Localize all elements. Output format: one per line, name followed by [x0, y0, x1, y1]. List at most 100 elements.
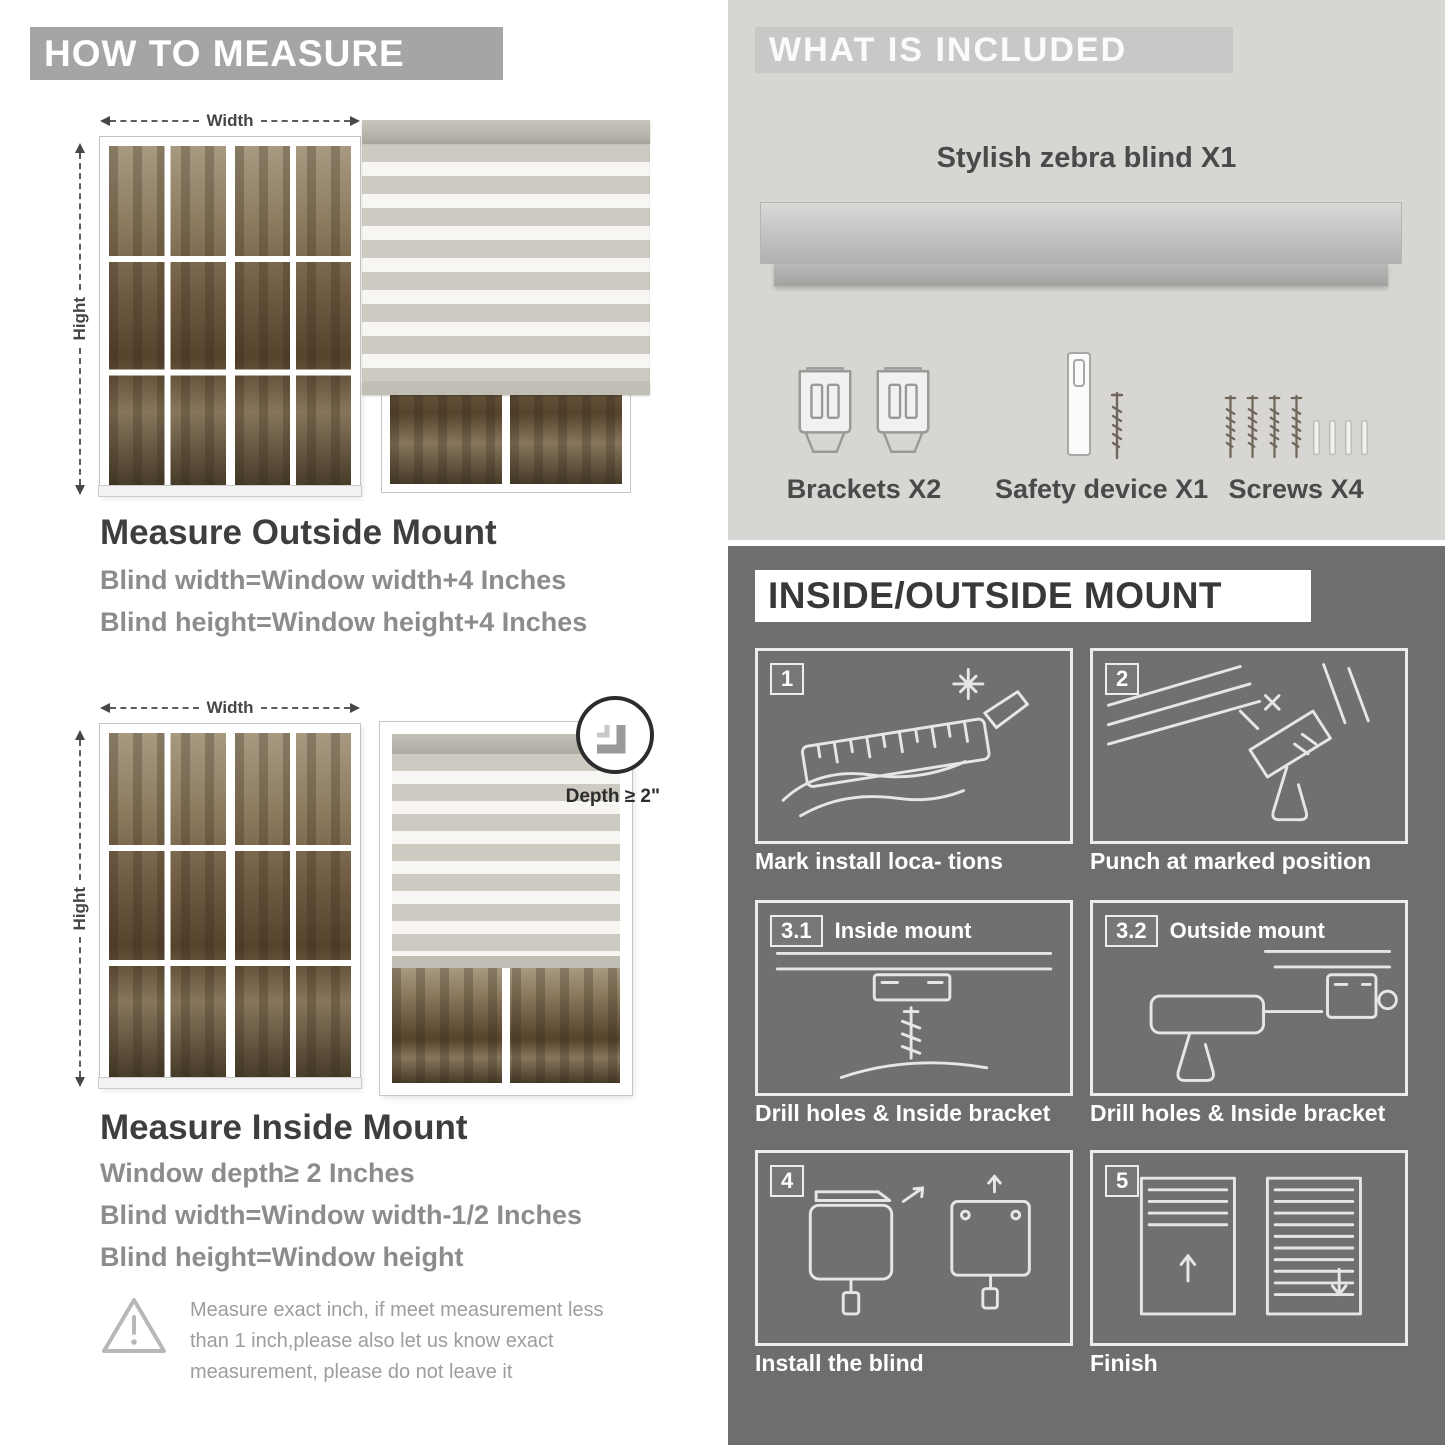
step-caption: Mark install loca- tions	[755, 848, 1003, 874]
measurement-line: Window depth≥ 2 Inches	[100, 1158, 415, 1188]
install-blind-illustration	[808, 1174, 1031, 1316]
measurement-line: Blind height=Window height+4 Inches	[100, 607, 588, 637]
blind-headrail	[392, 734, 620, 754]
included-item-screws: Screws X4	[1190, 330, 1402, 505]
blind-stripes	[362, 144, 650, 382]
height-label: Hight	[70, 297, 89, 341]
headrail-illustration	[760, 202, 1402, 264]
inside-mount-title: Measure Inside Mount	[100, 1108, 468, 1147]
anchor-icon	[1360, 419, 1368, 456]
step-panel-3-1: 3.1 Inside mount	[755, 900, 1073, 1096]
step-title: Inside mount	[834, 918, 972, 943]
inside-mount-blind-figure: Depth ≥ 2"	[380, 696, 660, 1095]
wall-anchors	[1311, 416, 1370, 462]
zebra-blind-label: Stylish zebra blind X1	[936, 142, 1237, 174]
bracket-icon	[798, 367, 852, 454]
height-arrow: Hight	[70, 730, 90, 1087]
screw-icon	[1268, 394, 1280, 459]
step-panel-1: 1	[755, 648, 1073, 844]
step-caption: Drill holes & Inside bracket	[1090, 1100, 1386, 1126]
step-panel-3-2: 3.2 Outside mount	[1090, 900, 1408, 1096]
included-item-brackets: Brackets X2	[758, 330, 970, 505]
warning-triangle-icon	[102, 1298, 166, 1353]
screw-icon	[1246, 394, 1258, 459]
step-panel-2: 2	[1090, 648, 1408, 844]
step-caption: Finish	[1090, 1350, 1158, 1376]
blind-bottomrail	[392, 956, 620, 968]
step-caption: Punch at marked position	[1090, 848, 1372, 874]
item-label: Screws X4	[1228, 474, 1364, 504]
zebra-blind-illustration	[362, 120, 650, 395]
arrow-right-icon	[350, 703, 360, 713]
anchor-icon	[1328, 419, 1336, 456]
arrow-right-icon	[350, 116, 360, 126]
width-label: Width	[206, 111, 254, 130]
anchor-icon	[1344, 419, 1352, 456]
safety-device-icon	[1066, 352, 1091, 456]
step-badge: 4	[770, 1165, 805, 1197]
step-badge: 3.1	[770, 915, 823, 947]
measurement-line: Blind height=Window height	[100, 1242, 464, 1272]
height-arrow: Hight	[70, 143, 90, 495]
step-badge: 5	[1105, 1165, 1140, 1197]
window-sill	[99, 1078, 361, 1088]
screw-icon	[1290, 394, 1302, 459]
step-caption: Install the blind	[755, 1350, 924, 1376]
window-illustration	[99, 724, 361, 1088]
arrow-down-icon	[75, 1077, 85, 1087]
window-sash	[234, 733, 351, 1078]
width-arrow: Width	[100, 111, 360, 131]
window-behind-blind	[392, 968, 620, 1083]
included-item-safety-device: Safety device X1	[995, 330, 1209, 505]
window-sash	[109, 146, 226, 486]
screw-icon	[1224, 394, 1236, 459]
step-panel-5: 5	[1090, 1150, 1408, 1346]
step-badge: 2	[1105, 663, 1140, 695]
how-to-measure-banner: HOW TO MEASURE	[30, 27, 503, 80]
inside-bracket-illustration	[775, 951, 1053, 1079]
inside-mount-window-figure: Width Hight	[60, 690, 361, 1095]
anchor-icon	[1312, 419, 1320, 456]
window-illustration	[99, 137, 361, 496]
step-caption: Drill holes & Inside bracket	[755, 1100, 1051, 1126]
step-badge: 3.2	[1105, 915, 1158, 947]
arrow-left-icon	[100, 116, 110, 126]
width-label: Width	[206, 698, 254, 717]
item-label: Safety device X1	[995, 474, 1209, 504]
depth-callout-circle	[576, 696, 654, 774]
outside-mount-blind-figure	[362, 120, 650, 492]
measurement-line: Blind width=Window width+4 Inches	[100, 565, 567, 595]
item-label: Brackets X2	[786, 474, 942, 504]
drill-illustration	[1106, 663, 1370, 822]
screw-icon	[1110, 391, 1123, 460]
arrow-up-icon	[75, 730, 85, 740]
outside-mount-window-figure: Width Hight	[60, 103, 361, 503]
warning-text: Measure exact inch, if meet measurement …	[190, 1299, 604, 1383]
depth-label: Depth ≥ 2"	[565, 786, 660, 807]
finish-illustration	[1139, 1176, 1362, 1316]
blind-bottomrail	[362, 382, 650, 395]
frame-corner-zoom-icon	[597, 725, 626, 754]
warning-note: Measure exact inch, if meet measurement …	[100, 1295, 645, 1388]
measurement-line: Blind width=Window width-1/2 Inches	[100, 1200, 583, 1230]
window-sill	[99, 486, 361, 496]
arrow-down-icon	[75, 485, 85, 495]
width-arrow: Width	[100, 698, 360, 718]
step-panel-4: 4	[755, 1150, 1073, 1346]
blind-headrail	[362, 120, 650, 144]
arrow-left-icon	[100, 703, 110, 713]
headrail-lip	[774, 264, 1388, 286]
inside-outside-mount-banner: INSIDE/OUTSIDE MOUNT	[755, 570, 1311, 622]
outside-mount-title: Measure Outside Mount	[100, 513, 497, 552]
what-is-included-banner: WHAT IS INCLUDED	[755, 27, 1233, 73]
step-title: Outside mount	[1169, 918, 1325, 943]
window-sash	[234, 146, 351, 486]
mark-location-illustration	[781, 667, 1029, 818]
height-label: Hight	[70, 886, 89, 931]
window-sash	[109, 733, 226, 1078]
blind-stripes	[392, 754, 620, 956]
outside-bracket-illustration	[1149, 950, 1398, 1082]
step-badge: 1	[770, 663, 805, 695]
arrow-up-icon	[75, 143, 85, 153]
bracket-icon	[876, 367, 930, 454]
